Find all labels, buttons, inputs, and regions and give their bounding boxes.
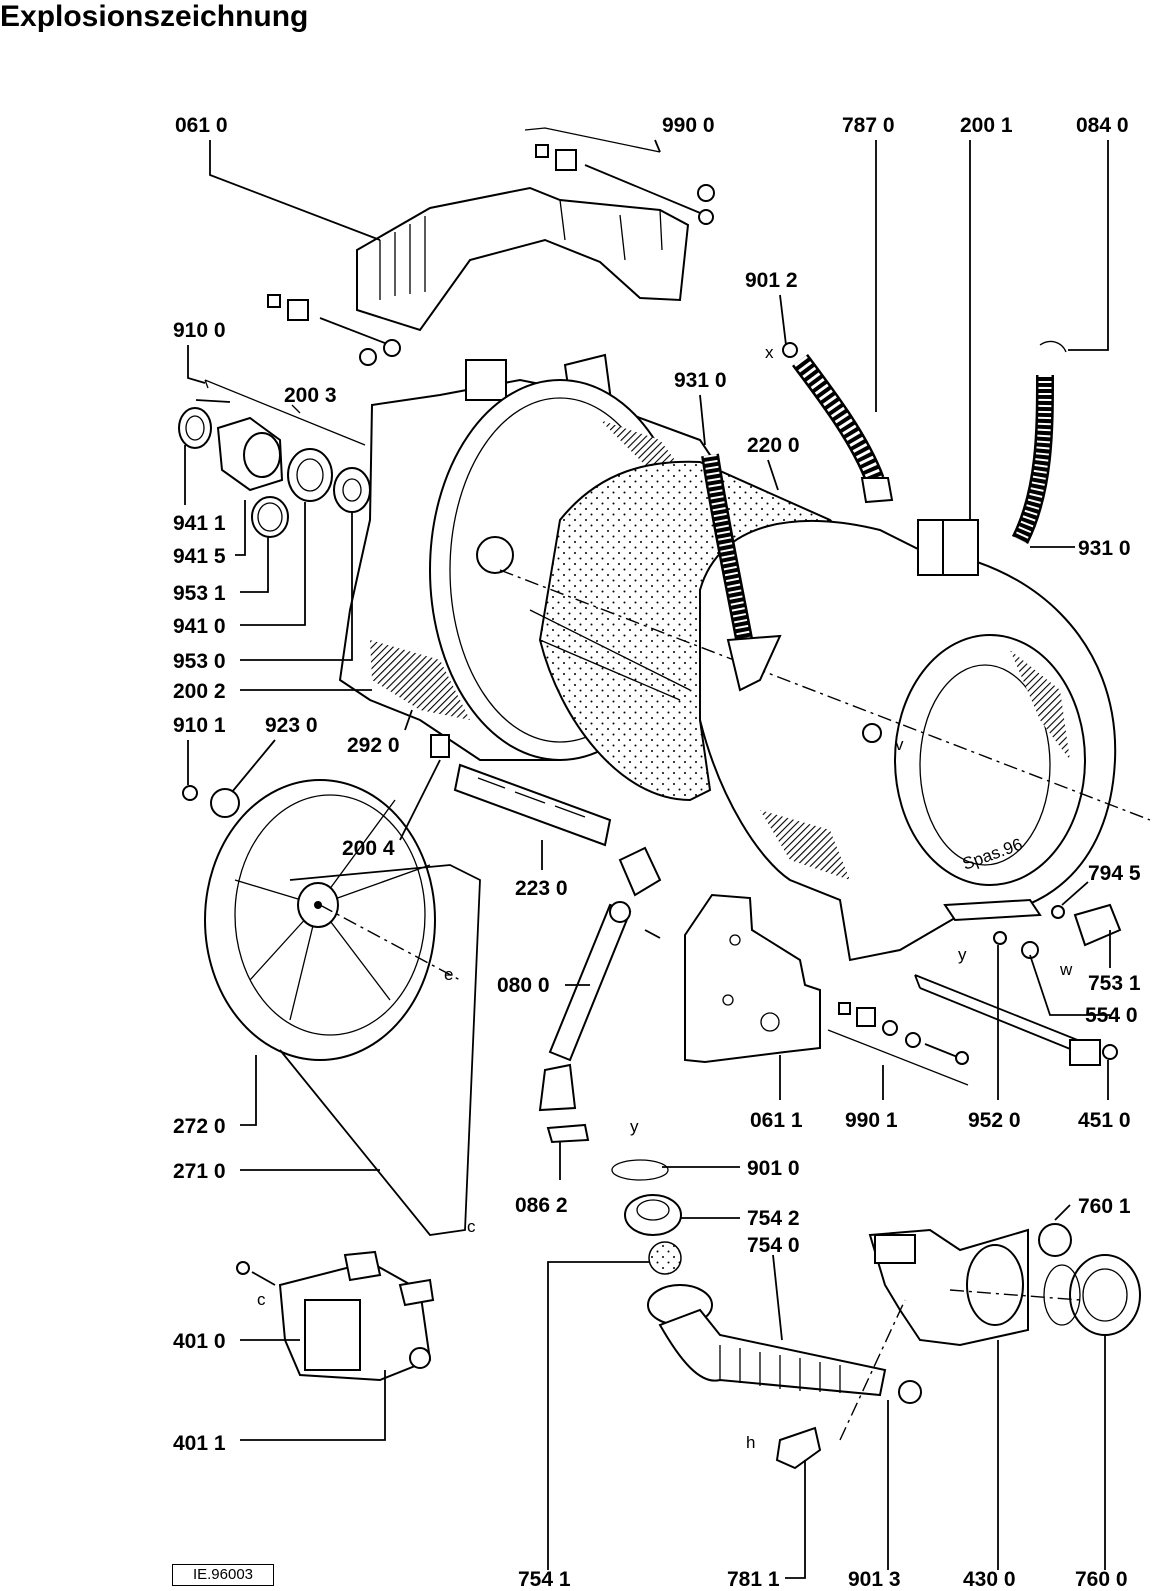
label-901-0: 901 0	[747, 1157, 800, 1180]
label-760-0: 760 0	[1075, 1568, 1128, 1591]
drain-parts	[611, 1159, 922, 1470]
front-counterweight	[684, 893, 821, 1064]
label-910-0: 910 0	[173, 319, 226, 342]
bearing-assembly	[178, 379, 371, 538]
ref-y-top: y	[958, 945, 967, 964]
part-number-labels: 061 0 990 0 787 0 200 1 084 0 901 2 910 …	[173, 114, 1141, 1591]
label-910-1: 910 1	[173, 714, 226, 737]
label-271-0: 271 0	[173, 1160, 226, 1183]
label-200-3: 200 3	[284, 384, 337, 407]
label-451-0: 451 0	[1078, 1109, 1131, 1132]
label-794-5: 794 5	[1088, 862, 1141, 885]
label-941-1: 941 1	[173, 512, 226, 535]
label-931-0-right: 931 0	[1078, 537, 1131, 560]
label-931-0-left: 931 0	[674, 369, 727, 392]
label-754-2: 754 2	[747, 1207, 800, 1230]
label-901-2: 901 2	[745, 269, 798, 292]
bellows-hose	[782, 342, 894, 504]
ref-h: h	[746, 1433, 755, 1452]
label-086-2: 086 2	[515, 1194, 568, 1217]
front-tub	[699, 519, 1117, 962]
label-084-0: 084 0	[1076, 114, 1129, 137]
label-754-1: 754 1	[518, 1568, 571, 1591]
level-sensor	[993, 903, 1122, 959]
drum-axis	[499, 569, 1151, 821]
label-953-0: 953 0	[173, 650, 226, 673]
label-200-2: 200 2	[173, 680, 226, 703]
label-061-1: 061 1	[750, 1109, 803, 1132]
pulley-nut	[182, 785, 198, 801]
motor	[236, 1250, 435, 1382]
leader-lines	[184, 139, 1111, 1579]
drawing-code: IE.96003	[172, 1564, 274, 1586]
label-430-0: 430 0	[963, 1568, 1016, 1591]
label-401-1: 401 1	[173, 1432, 226, 1455]
drain-pump	[839, 1223, 1141, 1441]
label-952-0: 952 0	[968, 1109, 1021, 1132]
label-200-1: 200 1	[960, 114, 1013, 137]
ref-e: e	[444, 965, 453, 984]
label-941-0: 941 0	[173, 615, 226, 638]
left-hose	[701, 453, 782, 692]
drive-belt	[279, 864, 481, 1236]
label-953-1: 953 1	[173, 582, 226, 605]
ref-c-motor: c	[257, 1290, 266, 1309]
label-754-0: 754 0	[747, 1234, 800, 1257]
label-787-0: 787 0	[842, 114, 895, 137]
page-title: Explosionszeichnung	[0, 0, 309, 33]
ref-w: w	[1059, 960, 1073, 979]
label-941-5: 941 5	[173, 545, 226, 568]
label-272-0: 272 0	[173, 1115, 226, 1138]
label-760-1: 760 1	[1078, 1195, 1131, 1218]
label-554-0: 554 0	[1085, 1004, 1138, 1027]
bracket-bar	[453, 763, 612, 847]
label-401-0: 401 0	[173, 1330, 226, 1353]
label-923-0: 923 0	[265, 714, 318, 737]
counterweight-bolt	[267, 294, 401, 366]
label-990-1: 990 1	[845, 1109, 898, 1132]
right-hose	[1011, 340, 1067, 545]
label-781-1: 781 1	[727, 1568, 780, 1591]
front-bolt-set	[827, 1002, 969, 1086]
small-clip	[430, 734, 450, 758]
label-223-0: 223 0	[515, 877, 568, 900]
label-990-0: 990 0	[662, 114, 715, 137]
label-220-0: 220 0	[747, 434, 800, 457]
label-292-0: 292 0	[347, 734, 400, 757]
drum-pulley	[204, 779, 436, 1061]
label-061-0: 061 0	[175, 114, 228, 137]
pulley-washer	[210, 788, 240, 818]
top-bolt-set	[524, 127, 715, 225]
ref-x: x	[765, 343, 774, 362]
ref-y-bottom: y	[630, 1117, 639, 1136]
ref-c-belt: c	[467, 1217, 476, 1236]
label-200-4: 200 4	[342, 837, 395, 860]
label-753-1: 753 1	[1088, 972, 1141, 995]
shock-absorber	[538, 846, 662, 1144]
ref-v: v	[895, 735, 904, 754]
heater	[914, 974, 1118, 1066]
label-080-0: 080 0	[497, 974, 550, 997]
top-counterweight	[356, 186, 690, 332]
label-901-3: 901 3	[848, 1568, 901, 1591]
